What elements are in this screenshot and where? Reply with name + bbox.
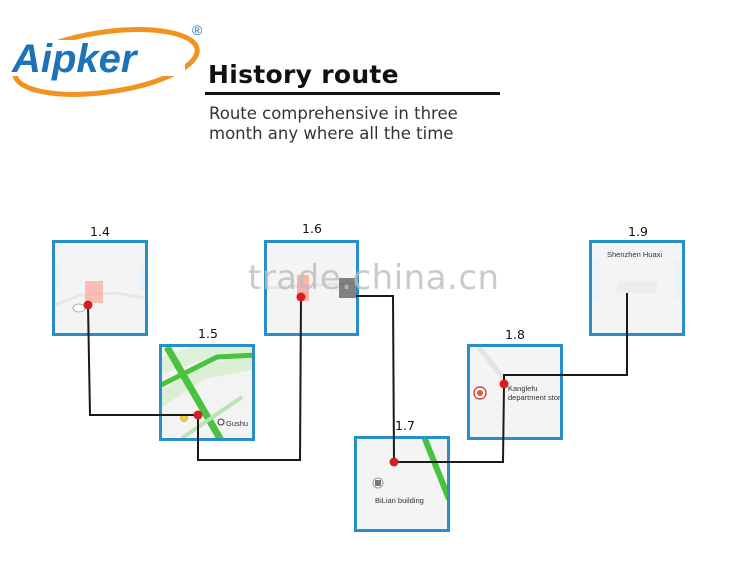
date-label-1-7: 1.7 <box>395 418 415 433</box>
date-label-1-9: 1.9 <box>628 224 648 239</box>
trademark-symbol: ® <box>192 22 203 38</box>
map-tile <box>267 243 356 333</box>
page-title: History route <box>208 60 399 89</box>
map-card-1-6[interactable] <box>264 240 359 336</box>
subtitle-line-1: Route comprehensive in three <box>209 104 458 123</box>
map-card-1-7[interactable]: BiLian building <box>354 436 450 532</box>
map-place-label: Gushu <box>226 419 249 428</box>
map-place-label: Shenzhen Huaxi <box>607 250 663 259</box>
subtitle-line-2: month any where all the time <box>209 124 454 143</box>
map-place-label: BiLian building <box>375 496 424 505</box>
title-underline <box>205 92 500 95</box>
map-card-1-9[interactable]: Shenzhen Huaxi <box>589 240 685 336</box>
page-subtitle: Route comprehensive in three month any w… <box>209 104 509 144</box>
date-label-1-5: 1.5 <box>198 326 218 341</box>
logo-text: Aipker <box>11 37 139 81</box>
watermark: trade.china.cn <box>248 258 500 298</box>
map-card-1-5[interactable]: Gushu <box>159 344 255 441</box>
map-card-1-8[interactable]: Kanglefu department store <box>467 344 563 440</box>
map-tile <box>55 243 145 333</box>
brand-logo: Aipker ® <box>8 10 213 100</box>
map-tile <box>357 439 447 529</box>
map-place-label-line-2: department store <box>508 393 563 402</box>
date-label-1-6: 1.6 <box>302 221 322 236</box>
date-label-1-4: 1.4 <box>90 224 110 239</box>
map-card-1-4[interactable] <box>52 240 148 336</box>
map-place-label-line-1: Kanglefu <box>508 384 538 393</box>
date-label-1-8: 1.8 <box>505 327 525 342</box>
